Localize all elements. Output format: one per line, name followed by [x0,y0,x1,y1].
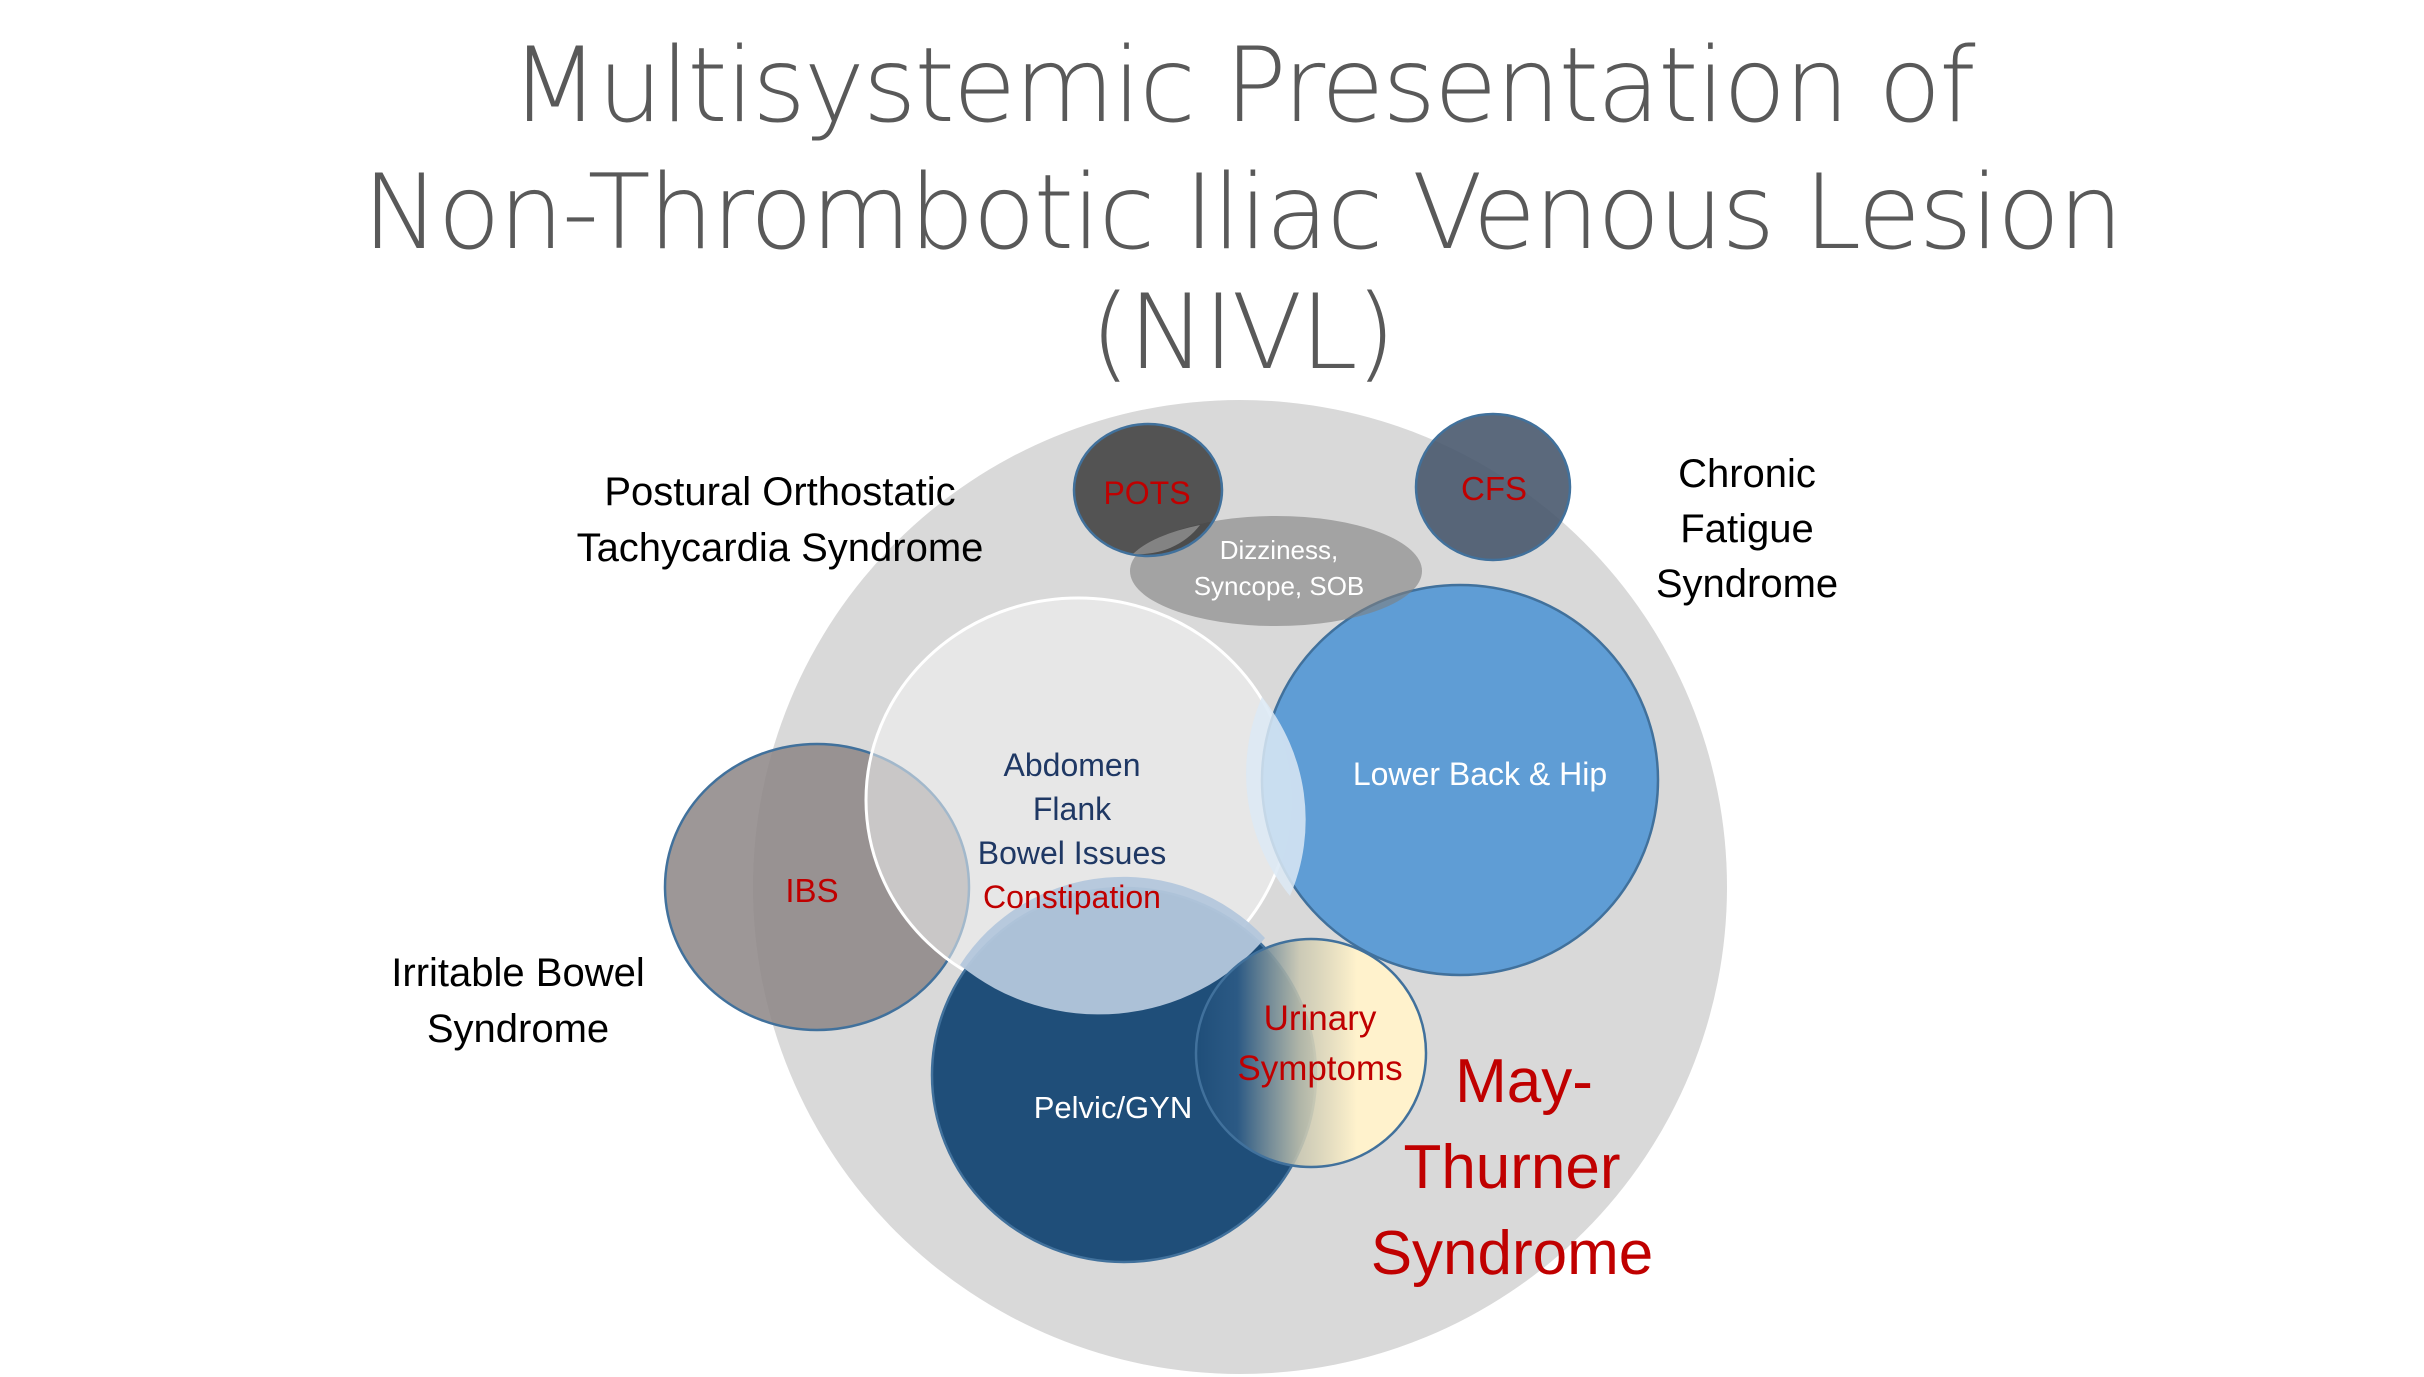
abdomen-line-3: Bowel Issues [978,835,1167,871]
title-line-2: Non-Thrombotic Iliac Venous Lesion [363,153,2122,273]
abdomen-line-2: Flank [1033,791,1112,827]
mts-line-3: Syndrome [1371,1219,1654,1288]
cfs-abbr: CFS [1461,470,1527,507]
lower-back-label: Lower Back & Hip [1353,756,1607,792]
urinary-line-2: Symptoms [1237,1049,1402,1088]
abdomen-line-4: Constipation [983,879,1161,915]
ibs-full-line-2: Syndrome [427,1007,609,1051]
abdomen-pelvic-overlap [960,876,1265,1015]
ibs-abbr: IBS [785,872,838,909]
title-line-1: Multisystemic Presentation of [510,26,1975,146]
cfs-full-line-3: Syndrome [1656,562,1838,606]
pelvic-label: Pelvic/GYN [1034,1090,1192,1125]
dizziness-ellipse [1130,516,1422,626]
cfs-full-line-1: Chronic [1678,452,1816,496]
dizziness-line-1: Dizziness, [1220,535,1338,565]
mts-line-2: Thurner [1403,1133,1620,1202]
ibs-full-line-1: Irritable Bowel [391,951,644,995]
pots-full-line-1: Postural Orthostatic [604,470,955,514]
urinary-line-1: Urinary [1264,999,1377,1038]
title-line-3: (NIVL) [1090,273,1394,393]
abdomen-lowerback-overlap [1246,697,1306,896]
pots-abbr: POTS [1103,475,1190,511]
dizziness-line-2: Syncope, SOB [1194,571,1365,601]
mts-line-1: May- [1455,1047,1593,1116]
urinary-circle [1194,937,1428,1169]
abdomen-line-1: Abdomen [1004,747,1141,783]
cfs-circle [1414,412,1572,562]
pots-full-line-2: Tachycardia Syndrome [577,526,984,570]
cfs-full-line-2: Fatigue [1680,507,1813,551]
pots-dizziness-overlap [1133,525,1200,555]
pots-circle [1072,422,1224,558]
